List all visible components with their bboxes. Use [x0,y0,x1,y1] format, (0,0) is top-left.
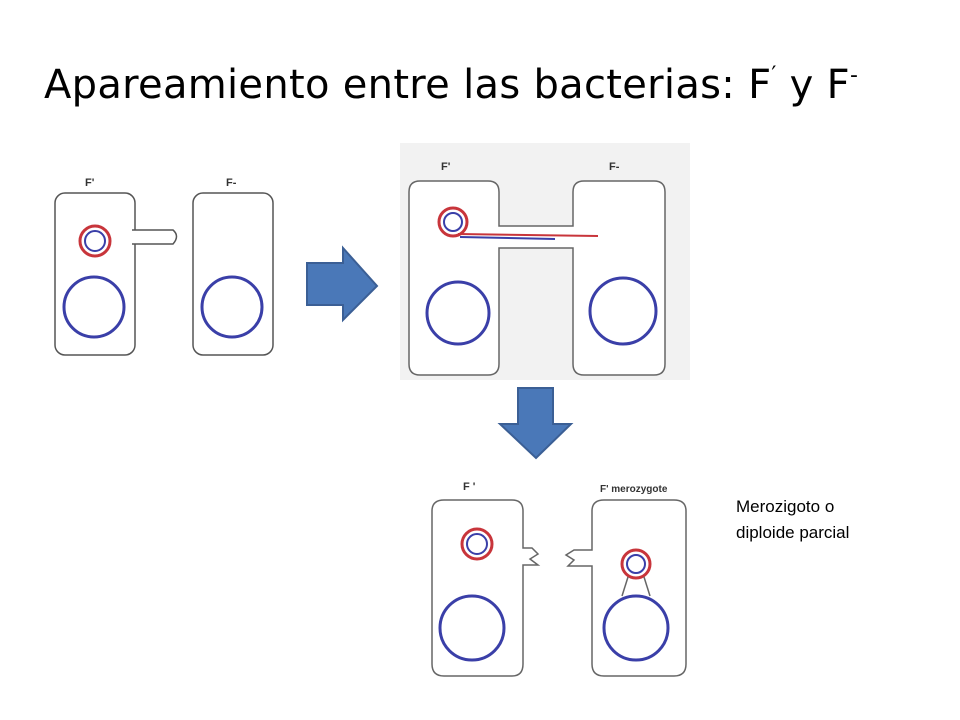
f-prime-cell-after [431,499,541,677]
title-minus-sup: - [849,62,859,88]
chromosome-donor [62,275,126,339]
ssdna-strand [457,233,599,237]
sex-pilus [132,229,178,245]
merozygote-plasmid-inner [626,554,646,574]
note-line-2: diploide parcial [736,523,850,542]
down-arrow-icon [497,387,574,460]
right-arrow-icon [306,245,379,323]
mating-pair-cells [408,180,666,376]
slide-title: Apareamiento entre las bacterias: F′ y F… [44,62,858,108]
episome-link-left [621,576,629,597]
label-after-left: F ' [463,481,476,493]
label-after-right: F' merozygote [600,484,668,495]
label-before-right: F- [226,177,237,189]
f-plasmid-inner [84,230,106,252]
merozygote-note: Merozigoto o diploide parcial [736,494,849,546]
f-plasmid-after [460,527,494,561]
chromosome-recipient-conj [588,276,658,346]
panel-conjugation: F' F- [400,143,690,380]
label-conj-right: F- [609,161,620,173]
panel-after: F ' F' merozygote [431,481,687,677]
merozygote-plasmid [620,548,652,580]
dna-strand-blue [459,236,556,240]
chromosome-donor-conj [425,280,491,346]
chromosome-recipient [200,275,264,339]
chromosome-merozygote [602,594,670,662]
panel-before: F' F- [54,177,274,356]
f-minus-cell [192,192,274,356]
transferring-plasmid-inner [443,212,463,232]
label-before-left: F' [85,177,95,189]
title-main: Apareamiento entre las bacterias: F [44,62,772,108]
title-prime-mark: ′ [771,62,777,88]
f-plasmid [78,224,112,258]
f-prime-cell [54,192,136,356]
title-connector: y F [776,62,850,108]
chromosome-after-donor [438,594,506,662]
note-line-1: Merozigoto o [736,497,835,516]
episome-link-right [643,576,651,597]
pilus-join [130,231,135,243]
transferring-plasmid [437,206,469,238]
merozygote-cell [564,499,687,677]
f-plasmid-after-inner [466,533,488,555]
label-conj-left: F' [441,161,451,173]
